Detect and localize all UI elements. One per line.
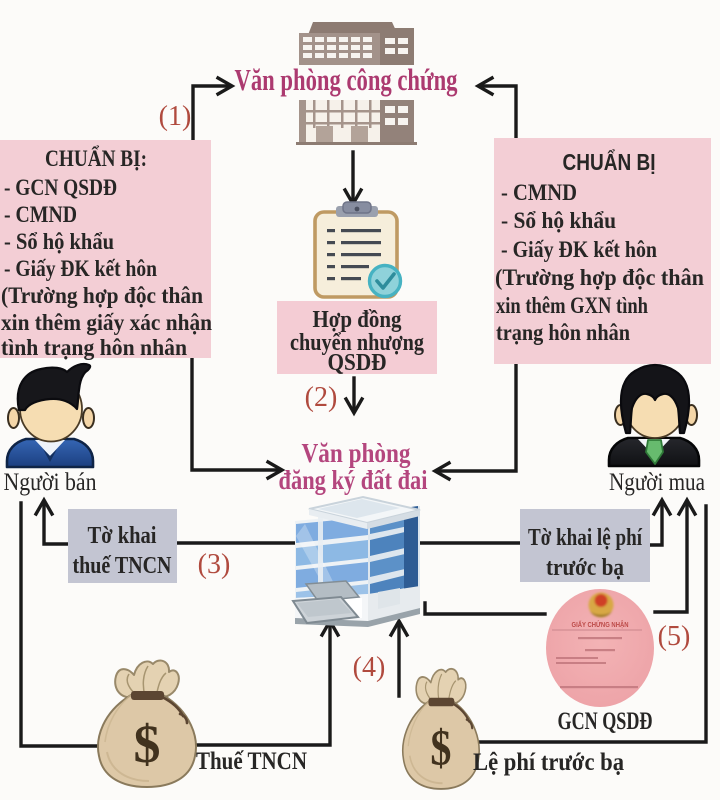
svg-text:Văn phòng công chứng: Văn phòng công chứng [235, 62, 458, 97]
svg-text:Tờ khai: Tờ khai [88, 523, 157, 549]
svg-text:CHUẨN BỊ:: CHUẨN BỊ: [45, 145, 147, 171]
svg-text:GIẤY CHỨNG NHẬN: GIẤY CHỨNG NHẬN [572, 619, 629, 629]
svg-text:(Trường hợp độc thân: (Trường hợp độc thân [1, 283, 203, 308]
svg-text:xin thêm giấy xác nhận: xin thêm giấy xác nhận [1, 310, 212, 335]
svg-text:(5): (5) [658, 621, 691, 652]
svg-text:(1): (1) [159, 101, 192, 132]
svg-text:Hợp đồng: Hợp đồng [313, 307, 402, 333]
svg-text:trước bạ: trước bạ [546, 555, 624, 581]
svg-text:- GCN QSDĐ: - GCN QSDĐ [4, 175, 117, 200]
svg-text:thuế TNCN: thuế TNCN [73, 553, 173, 579]
svg-text:Người mua: Người mua [609, 469, 705, 496]
svg-text:tình trạng hôn nhân: tình trạng hôn nhân [1, 335, 187, 360]
svg-text:QSDĐ: QSDĐ [328, 350, 387, 376]
svg-text:(4): (4) [353, 652, 386, 683]
svg-text:Văn phòng: Văn phòng [302, 438, 411, 468]
svg-text:Tờ khai lệ phí: Tờ khai lệ phí [528, 525, 642, 551]
svg-text:Thuế TNCN: Thuế TNCN [196, 748, 307, 775]
svg-text:- Giấy ĐK kết hôn: - Giấy ĐK kết hôn [4, 256, 157, 281]
svg-text:Lệ phí trước bạ: Lệ phí trước bạ [473, 749, 624, 776]
svg-text:xin thêm GXN tình: xin thêm GXN tình [496, 293, 648, 318]
svg-text:$: $ [134, 714, 161, 774]
svg-text:- CMND: - CMND [4, 202, 77, 227]
svg-text:chuyển nhượng: chuyển nhượng [290, 330, 424, 356]
svg-text:- CMND: - CMND [501, 180, 577, 205]
svg-text:- Sổ hộ khẩu: - Sổ hộ khẩu [4, 229, 114, 254]
svg-text:(Trường hợp độc thân: (Trường hợp độc thân [495, 265, 704, 290]
svg-text:- Sổ hộ khẩu: - Sổ hộ khẩu [501, 208, 616, 233]
svg-text:Người bán: Người bán [4, 469, 97, 496]
svg-text:CHUẨN BỊ: CHUẨN BỊ [563, 148, 656, 175]
svg-text:- Giấy ĐK kết hôn: - Giấy ĐK kết hôn [501, 237, 657, 262]
svg-text:GCN QSDĐ: GCN QSDĐ [558, 708, 653, 735]
svg-text:đăng ký đất đai: đăng ký đất đai [279, 465, 428, 495]
svg-text:(2): (2) [305, 382, 338, 413]
svg-text:trạng hôn nhân: trạng hôn nhân [496, 320, 630, 345]
svg-text:(3): (3) [198, 549, 231, 580]
